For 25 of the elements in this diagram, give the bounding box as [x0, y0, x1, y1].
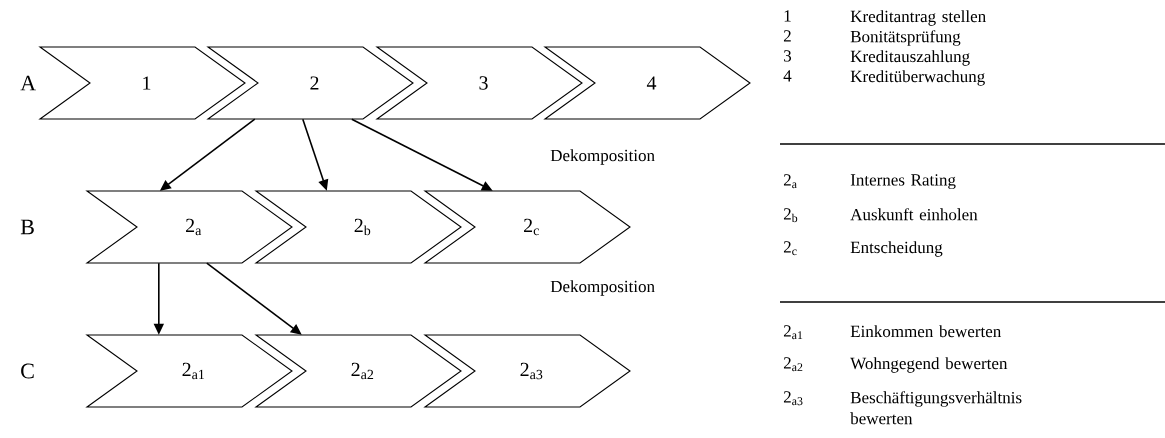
legend-number: 2$_{a}$ [783, 174, 797, 189]
legend-description: Internes Rating [850, 174, 956, 190]
legend-description: Kreditüberwachung [850, 70, 985, 86]
decomposition-label: Dekomposition [550, 280, 655, 296]
legend-number: 1 [784, 10, 791, 22]
legend-description: Entscheidung [850, 241, 943, 257]
legend-number: 4 [783, 70, 792, 82]
legend-number: 3 [784, 50, 792, 62]
legend-description: Kreditauszahlung [850, 50, 970, 66]
legend-number: 2$_{b}$ [783, 208, 798, 223]
legend-description: Beschäftigungsverhältnis bewerten [850, 391, 1022, 425]
row-letter: C [21, 363, 34, 379]
legend-description: Kreditantrag stellen [850, 10, 986, 26]
legend-description: Auskunft einholen [850, 208, 978, 221]
legend-number: 2$_{a2}$ [783, 357, 803, 372]
legend-number: 2 [783, 30, 791, 42]
decomposition-label: Dekomposition [550, 149, 655, 165]
legend-description: Bonitätsprüfung [850, 30, 961, 46]
legend-number: 2$_{c}$ [783, 241, 797, 256]
legend-description: Einkommen bewerten [850, 325, 1002, 338]
legend-number: 2$_{a3}$ [783, 391, 803, 406]
row-letter: B [20, 219, 34, 235]
arrow [206, 262, 302, 335]
legend-number: 2$_{a1}$ [783, 325, 803, 340]
legend-description: Wohngegend bewerten [850, 357, 1008, 373]
